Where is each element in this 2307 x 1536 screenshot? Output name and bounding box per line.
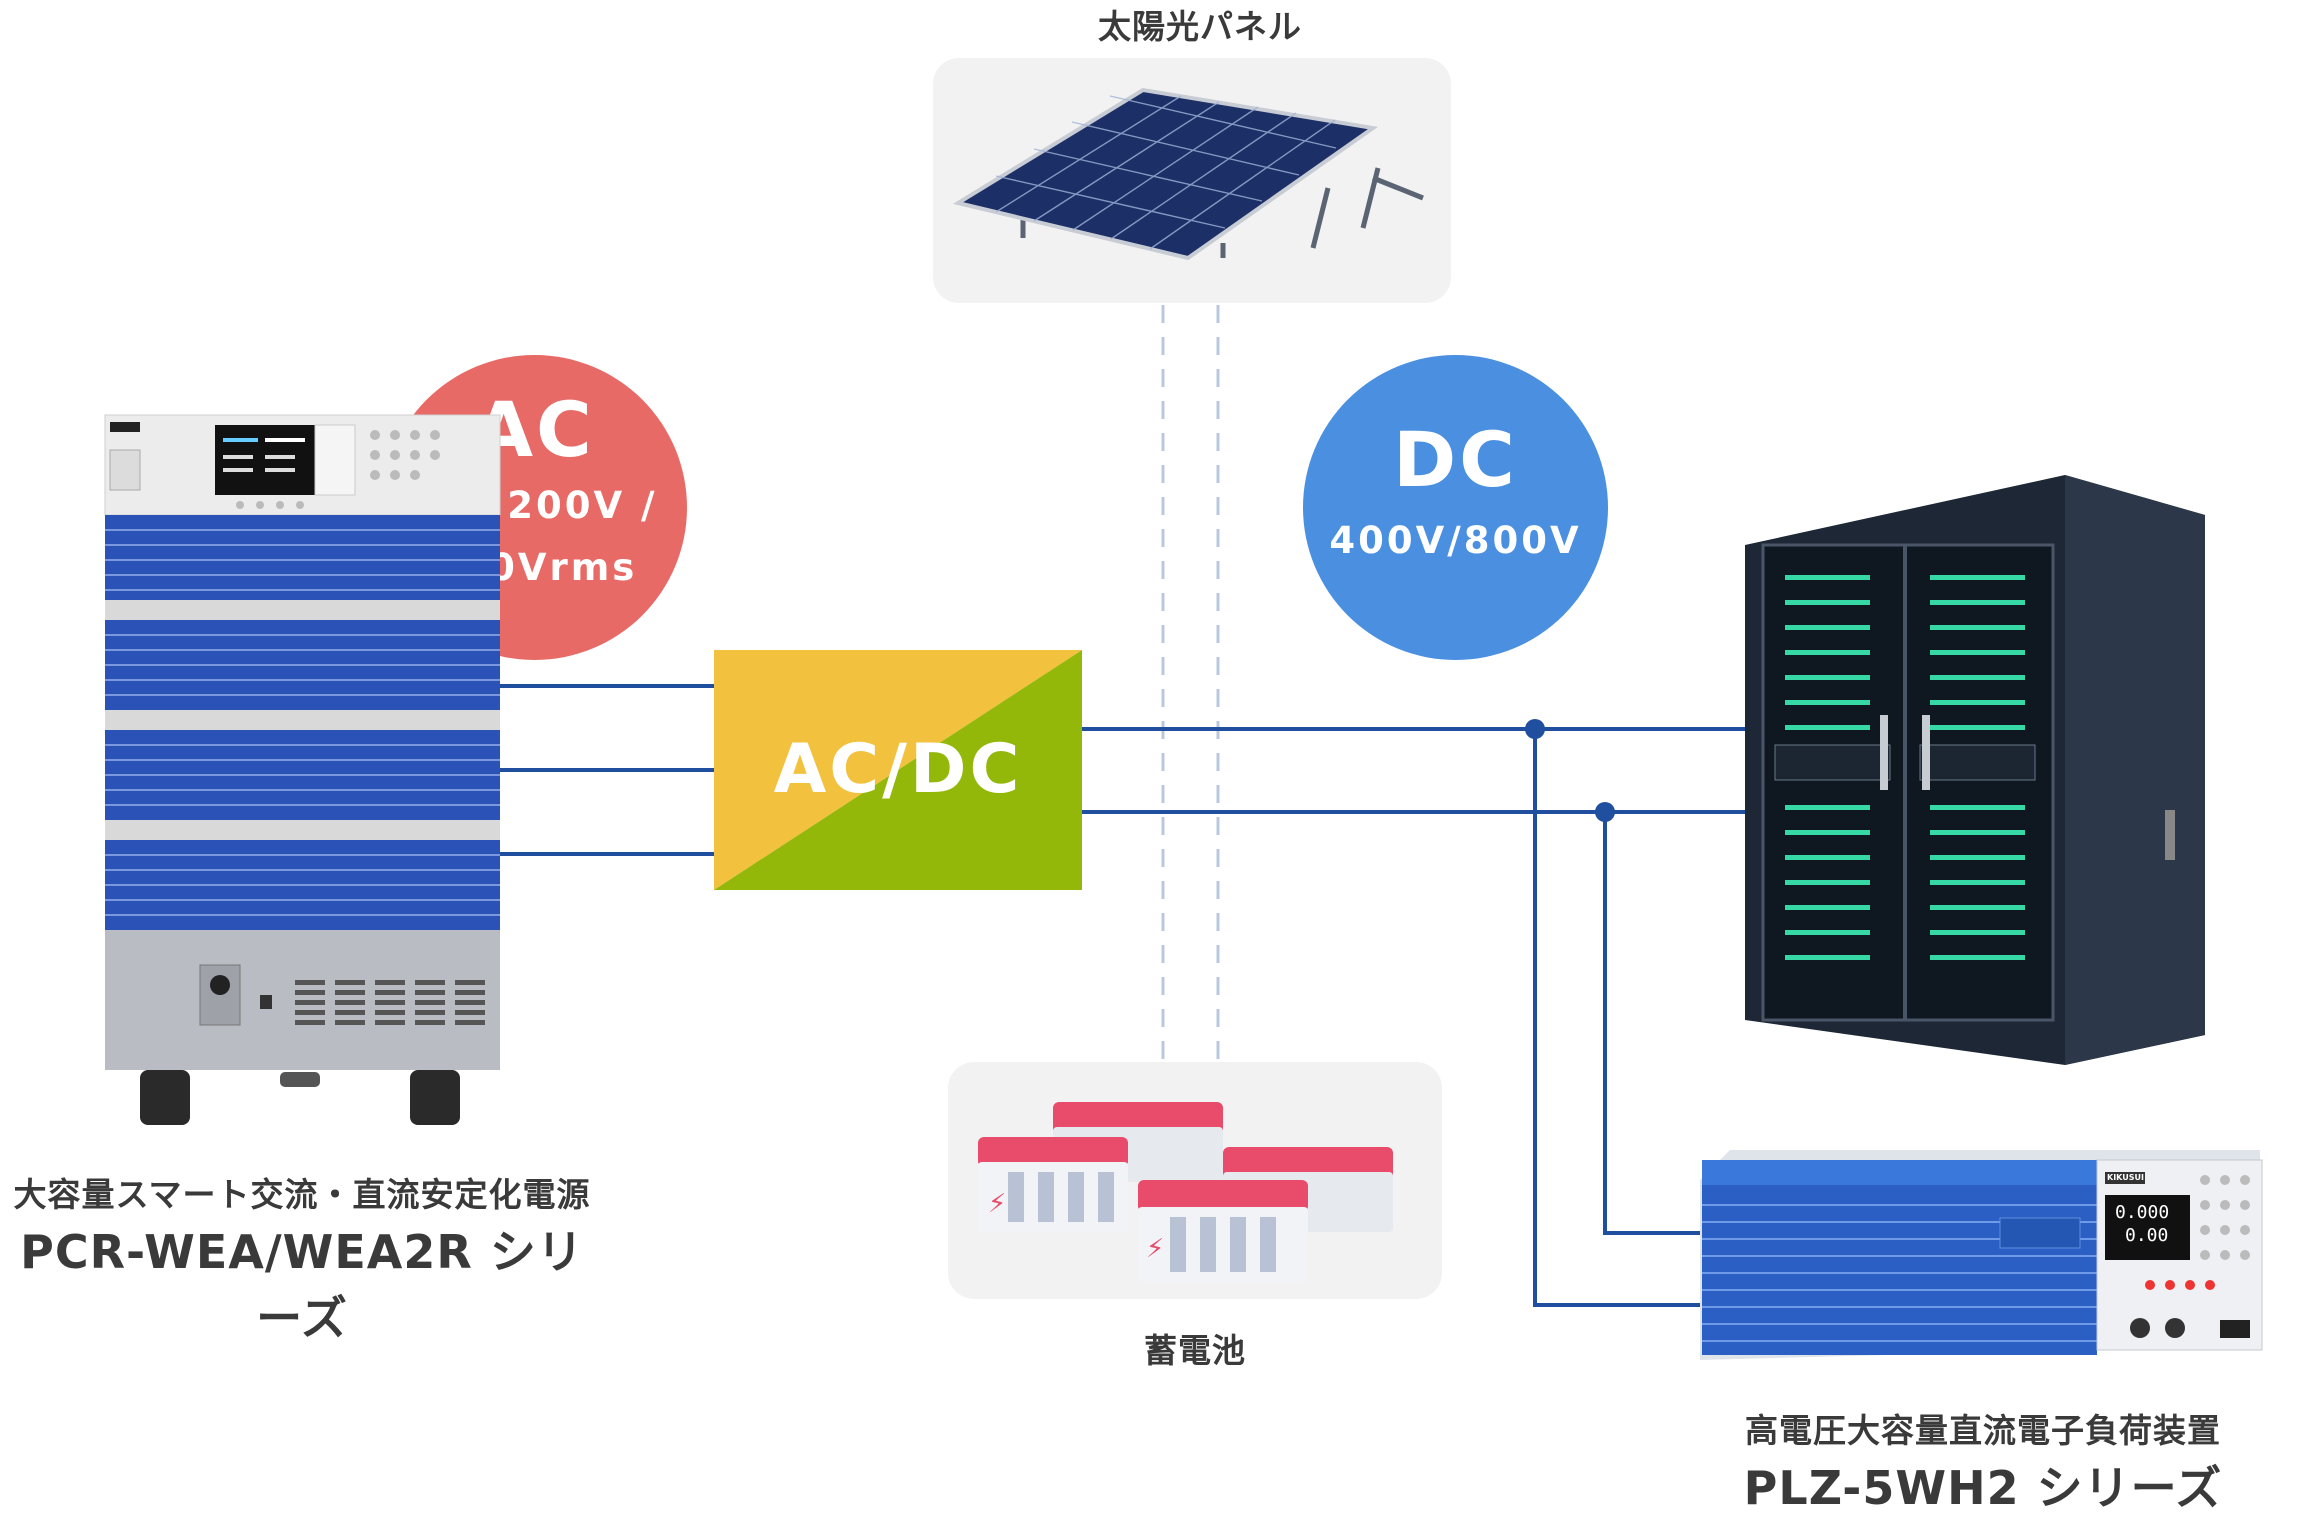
plz-description: 高電圧大容量直流電子負荷装置 — [1745, 1411, 2221, 1450]
pcr-description: 大容量スマート交流・直流安定化電源 — [13, 1175, 591, 1214]
plz-brand-logo: KIKUSUI — [2107, 1173, 2144, 1182]
dc-badge-voltage: 400V/800V — [1329, 519, 1582, 562]
junction-dot-2 — [1595, 802, 1615, 822]
battery-label: 蓄電池 — [1144, 1331, 1246, 1370]
solar-panel-image — [952, 87, 1424, 261]
battery-card: ⚡ ⚡ — [948, 1062, 1442, 1299]
dc-badge-title: DC — [1393, 415, 1518, 504]
junction-dot-1 — [1525, 719, 1545, 739]
plz-display-current: 0.00 — [2125, 1225, 2169, 1246]
pcr-power-supply-image — [100, 410, 505, 1135]
pcr-model: PCR-WEA/WEA2R シリーズ — [20, 1225, 584, 1345]
svg-text:⚡: ⚡ — [1146, 1234, 1164, 1264]
dc-branch-outer — [1533, 729, 1700, 1307]
plz-electronic-load-image: 0.000 0.00 KIKUSUI — [1700, 1150, 2265, 1370]
ac-dc-converter: AC/DC — [714, 650, 1082, 890]
solar-panel-label: 太陽光パネル — [1098, 7, 1302, 46]
svg-text:⚡: ⚡ — [988, 1189, 1006, 1219]
solar-panel-card — [933, 58, 1451, 303]
dc-badge: DC 400V/800V — [1303, 355, 1608, 660]
plz-model: PLZ-5WH2 シリーズ — [1743, 1461, 2223, 1515]
converter-label: AC/DC — [773, 730, 1023, 809]
battery-image: ⚡ ⚡ — [978, 1102, 1393, 1282]
plz-display-voltage: 0.000 — [2115, 1202, 2170, 1223]
server-rack-image — [1745, 475, 2205, 1065]
dc-branch-inner — [1603, 812, 1700, 1235]
